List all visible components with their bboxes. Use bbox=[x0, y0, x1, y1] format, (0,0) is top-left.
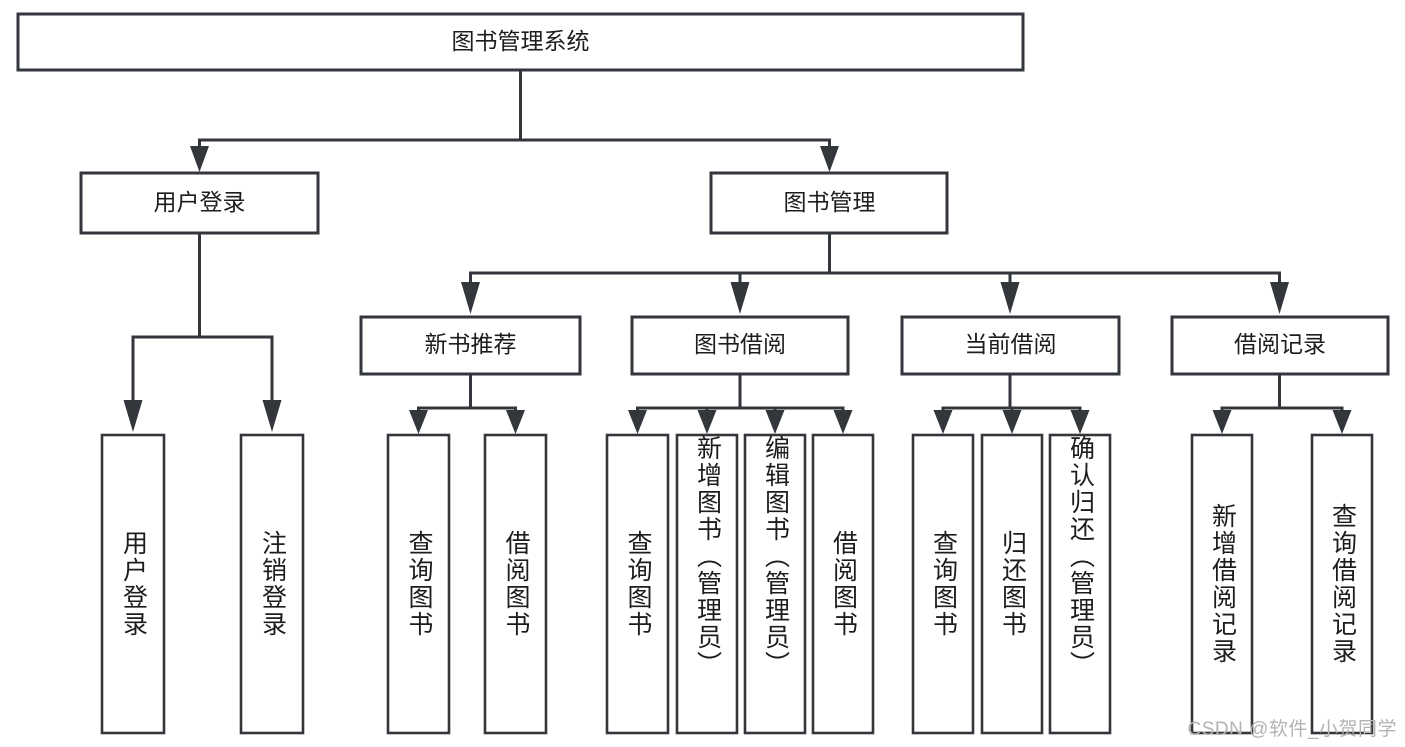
arrowhead-bookmgmt bbox=[820, 146, 839, 172]
leaf-box-cu-query-book[interactable] bbox=[911, 433, 975, 735]
arrowhead-cu-return bbox=[1002, 410, 1022, 434]
arrowhead-records bbox=[1270, 282, 1289, 314]
arrowhead-newbook bbox=[461, 282, 480, 314]
node-current-borrow-label: 当前借阅 bbox=[965, 331, 1057, 357]
node-current-borrow-box[interactable] bbox=[900, 315, 1121, 376]
arrowhead-user-logout bbox=[262, 400, 282, 432]
arrowhead-borrow bbox=[730, 282, 750, 314]
node-book-borrow-label: 图书借阅 bbox=[694, 331, 786, 357]
leaf-box-rc-query-record[interactable] bbox=[1310, 433, 1374, 735]
node-book-management-label: 图书管理 bbox=[784, 189, 876, 215]
leaf-node-boxes bbox=[100, 433, 1374, 735]
leaf-box-user-login[interactable] bbox=[100, 433, 166, 735]
leaf-box-br-borrow-book[interactable] bbox=[811, 433, 875, 735]
arrowhead-rc-query bbox=[1332, 410, 1352, 434]
leaf-box-cu-return-book[interactable] bbox=[980, 433, 1044, 735]
arrowhead-br-edit bbox=[765, 410, 785, 434]
arrowhead-nb-borrow bbox=[506, 410, 525, 434]
node-borrow-records-box[interactable] bbox=[1170, 315, 1390, 376]
arrowhead-br-borrow bbox=[833, 410, 853, 434]
arrowhead-br-add bbox=[697, 410, 717, 434]
leaf-box-user-logout[interactable] bbox=[239, 433, 305, 735]
node-user-login-label: 用户登录 bbox=[154, 189, 246, 215]
node-new-book-recommend-box[interactable] bbox=[359, 315, 582, 376]
arrowhead-br-query bbox=[628, 410, 647, 434]
leaf-box-br-add-book[interactable] bbox=[675, 433, 739, 735]
arrowhead-current bbox=[1000, 282, 1020, 314]
node-new-book-recommend-label: 新书推荐 bbox=[425, 331, 517, 357]
node-new-book-recommend[interactable]: 新书推荐 bbox=[359, 315, 582, 376]
leaf-box-nb-query-book[interactable] bbox=[386, 433, 451, 735]
leaf-box-nb-borrow-book[interactable] bbox=[483, 433, 548, 735]
node-book-management[interactable]: 图书管理 bbox=[709, 171, 949, 235]
node-book-borrow-box[interactable] bbox=[630, 315, 850, 376]
leaf-box-cu-confirm-return[interactable] bbox=[1048, 433, 1112, 735]
node-book-borrow[interactable]: 图书借阅 bbox=[630, 315, 850, 376]
watermark: CSDN @软件_小贺同学 bbox=[1187, 719, 1397, 740]
node-borrow-records[interactable]: 借阅记录 bbox=[1170, 315, 1390, 376]
connector-edges bbox=[123, 68, 1352, 434]
node-current-borrow[interactable]: 当前借阅 bbox=[900, 315, 1121, 376]
node-borrow-records-label: 借阅记录 bbox=[1234, 331, 1326, 357]
node-root-box[interactable] bbox=[16, 12, 1025, 72]
node-book-management-box[interactable] bbox=[709, 171, 949, 235]
node-root[interactable]: 图书管理系统 bbox=[16, 12, 1025, 72]
arrowhead-user-login bbox=[123, 400, 143, 432]
node-root-label: 图书管理系统 bbox=[452, 28, 590, 54]
node-user-login[interactable]: 用户登录 bbox=[79, 171, 320, 235]
arrowhead-cu-confirm bbox=[1070, 410, 1090, 434]
node-user-login-box[interactable] bbox=[79, 171, 320, 235]
arrowhead-rc-add bbox=[1212, 410, 1232, 434]
arrowhead-cu-query bbox=[933, 410, 953, 434]
leaf-box-br-query-book[interactable] bbox=[605, 433, 670, 735]
arrowhead-login bbox=[190, 146, 209, 172]
arrowhead-nb-query bbox=[409, 410, 428, 434]
leaf-box-br-edit-book[interactable] bbox=[743, 433, 807, 735]
leaf-box-rc-add-record[interactable] bbox=[1190, 433, 1254, 735]
